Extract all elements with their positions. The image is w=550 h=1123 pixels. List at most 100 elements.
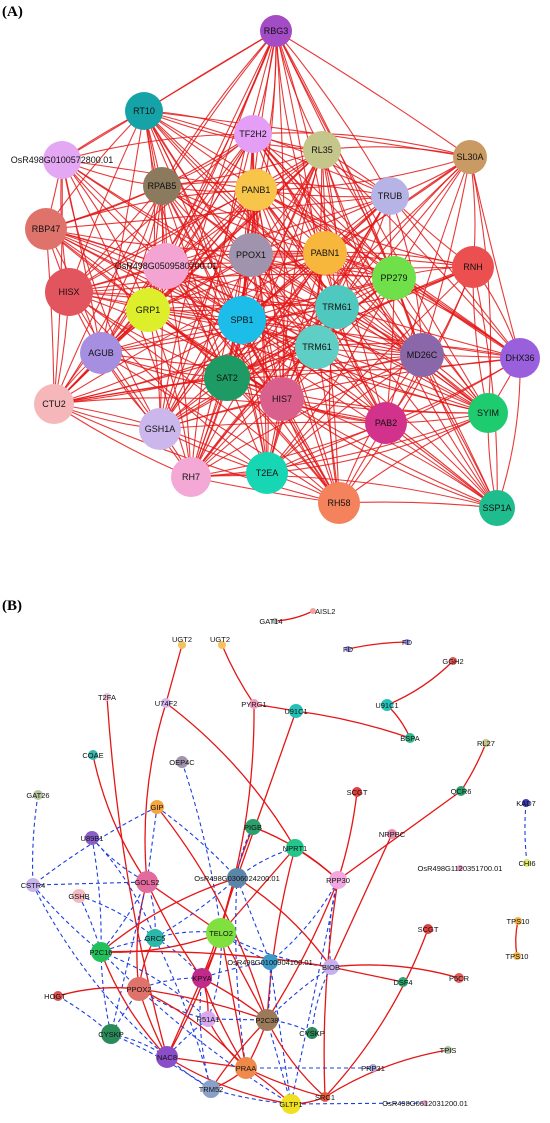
node-a-label: TRM61 <box>302 342 332 352</box>
edge-a-trub-gsh1a <box>159 195 391 430</box>
node-b-biob: BIOB <box>322 959 340 975</box>
edge-b-u74f2-gols2 <box>144 702 167 883</box>
node-b-nac8: NAC8 <box>156 1046 178 1068</box>
node-b-gat26: GAT26 <box>26 790 50 800</box>
node-b-circle <box>88 750 98 760</box>
edge-a-rt10-trm61-b <box>143 110 318 348</box>
node-b-label: PYRG1 <box>241 700 266 709</box>
node-b-ppox2: PPOX2 <box>126 977 152 1001</box>
node-a-circle <box>295 325 339 369</box>
edge-a-rh58-ssp1a <box>338 501 498 509</box>
edge-b-ppox2-p2c38 <box>138 988 268 1021</box>
edge-b-nac8-gltp1 <box>166 1056 292 1105</box>
node-b-circle <box>387 829 397 839</box>
node-a-label: HIS7 <box>272 394 292 404</box>
node-b-circle <box>150 800 164 814</box>
node-a-rh58: RH58 <box>318 482 360 524</box>
node-b-label: TRM52 <box>199 1085 224 1094</box>
node-b-circle <box>345 646 351 652</box>
node-a-label: PAB2 <box>375 418 397 428</box>
node-b-circle <box>513 952 521 960</box>
node-a-circle <box>479 490 515 526</box>
node-a-label: RL35 <box>311 145 333 155</box>
node-b-cyskp: CYSKP <box>299 1027 325 1039</box>
node-a-circle <box>371 177 409 215</box>
edge-a-tf2h2-osr498g0100572800-01 <box>61 133 254 161</box>
node-a-his7: HIS7 <box>260 377 304 421</box>
edge-a-dhx36-ssp1a <box>496 357 521 509</box>
node-b-label: AISL2 <box>315 607 335 616</box>
edge-a-rbp47-pabn1 <box>45 228 326 254</box>
edge-a-rnh-t2ea <box>266 266 474 474</box>
node-b-circle <box>456 786 466 796</box>
node-b-label: KAD7 <box>516 799 536 808</box>
edge-b-osr498g0306024200-01-biob <box>236 877 332 968</box>
edge-b-p2c16-r51a1 <box>100 951 209 1020</box>
node-b-prp31: PRP31 <box>361 1064 385 1073</box>
node-b-label: GIP <box>151 803 164 812</box>
edge-a-rbg3-ctu2 <box>53 30 277 405</box>
node-b-label: SCGT <box>418 925 439 934</box>
node-a-agub: AGUB <box>80 332 122 374</box>
edge-a-sl30a-panb1 <box>255 156 471 191</box>
edge-a-syim-rh7 <box>190 412 489 478</box>
edge-a-rnh-ssp1a <box>472 266 498 509</box>
node-a-tf2h2: TF2H2 <box>234 115 272 153</box>
edge-b-gip-gols2 <box>146 806 158 883</box>
node-b-u91c1: U91C1 <box>375 699 399 711</box>
node-a-circle <box>126 288 170 332</box>
node-a-rnh: RNH <box>452 246 494 288</box>
edge-a-rpab5-pp279 <box>161 185 395 279</box>
edge-a-rl35-hisx <box>68 149 323 293</box>
edge-a-rl35-his7 <box>281 149 323 400</box>
edge-b-rl27-qcr6 <box>460 742 487 792</box>
edge-b-p2c38-gltp1 <box>266 1019 292 1105</box>
node-a-pab2: PAB2 <box>365 402 407 444</box>
node-a-circle <box>204 355 250 401</box>
node-b-label: UGT2 <box>172 635 192 644</box>
edge-a-rbg3-trub <box>275 30 391 197</box>
node-a-rbg3: RBG3 <box>260 15 292 47</box>
node-b-qcr6: QCR6 <box>451 786 471 796</box>
node-b-u91c1-b: U91C1 <box>284 704 308 718</box>
node-b-circle <box>26 878 40 892</box>
node-b-osr498g0100904100-01: OsR498G0100904100.01 <box>227 954 313 970</box>
edge-a-rbg3-gsh1a <box>159 30 277 430</box>
node-b-kad7: KAD7 <box>516 799 536 808</box>
node-b-aisl2: AISL2 <box>310 607 335 616</box>
node-a-label: RH7 <box>182 472 200 482</box>
node-a-circle <box>143 243 189 289</box>
edge-a-rl35-dhx36 <box>321 149 521 359</box>
edge-a-rt10-t2ea <box>143 110 268 474</box>
edge-a-tf2h2-ssp1a <box>252 133 498 509</box>
node-b-osr498g0306024200-01: OsR498G0306024200.01 <box>194 868 280 888</box>
node-b-label: GRC5 <box>145 934 166 943</box>
edge-b-cstr4-p2c16 <box>32 884 102 953</box>
node-a-circle <box>25 208 67 250</box>
edge-a-rbg3-syim <box>275 30 489 414</box>
node-b-grc5: GRC5 <box>145 929 166 947</box>
edge-b-gip-cstr4 <box>32 806 158 886</box>
node-b-circle <box>218 641 226 649</box>
node-a-label: PPOX1 <box>236 250 266 260</box>
node-a-pabn1: PABN1 <box>303 231 347 275</box>
node-b-circle <box>156 1046 178 1068</box>
node-b-r51a1: R51A1 <box>197 1011 219 1027</box>
node-a-label: MD26C <box>407 350 438 360</box>
edge-a-rbp47-ctu2 <box>45 228 55 405</box>
node-a-circle <box>303 231 347 275</box>
node-b-circle <box>262 954 278 970</box>
node-a-label: SAT2 <box>216 373 238 383</box>
node-b-circle <box>398 977 408 987</box>
node-a-ssp1a: SSP1A <box>479 490 515 526</box>
edge-b-fd-fd-b <box>347 641 408 650</box>
node-b-label: GGH2 <box>442 657 463 666</box>
node-a-syim: SYIM <box>468 393 508 433</box>
node-b-oep4c: OEP4C <box>169 756 195 768</box>
node-b-circle <box>289 704 303 718</box>
edge-b-biob-dsf4 <box>330 966 404 983</box>
node-a-label: GSH1A <box>145 424 176 434</box>
edge-a-syim-t2ea <box>266 412 489 474</box>
node-b-gltp1: GLTP1 <box>279 1094 303 1114</box>
node-b-label: T2FA <box>98 693 116 702</box>
